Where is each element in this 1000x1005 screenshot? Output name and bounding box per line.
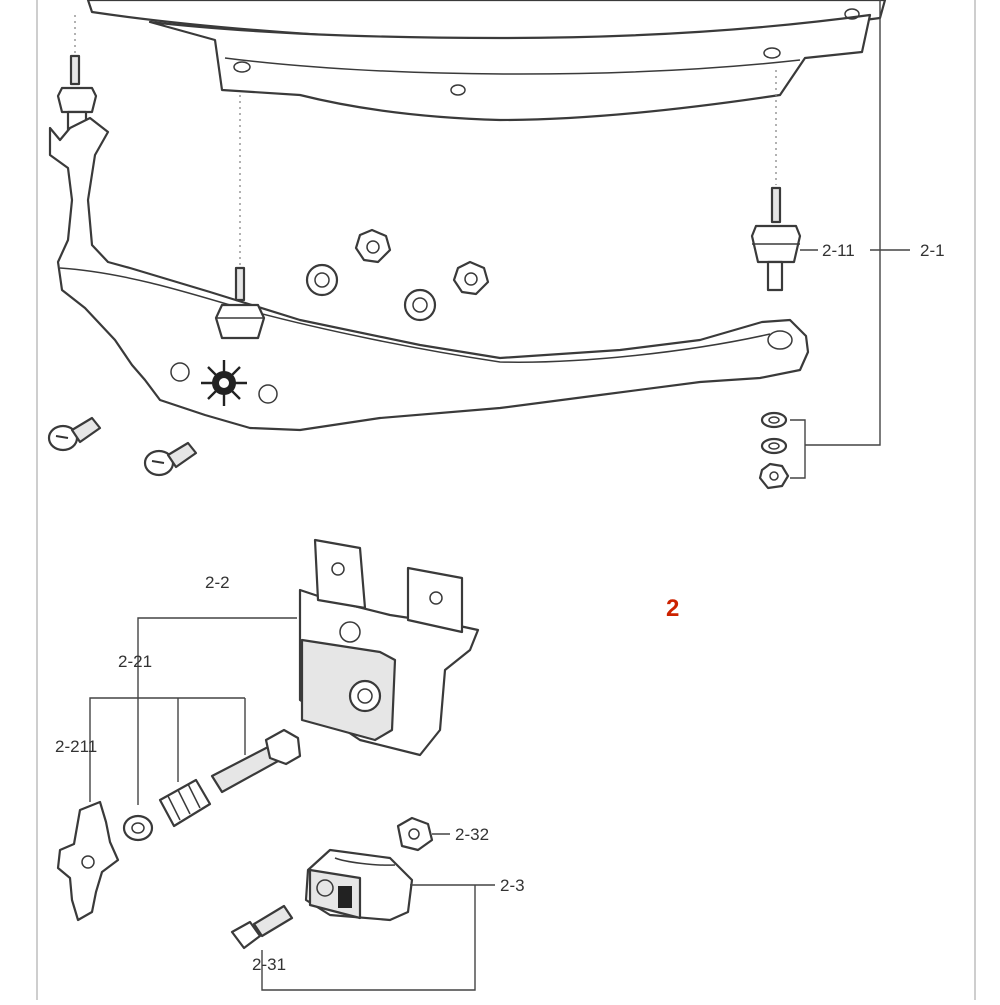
washer <box>305 263 339 297</box>
bracket-frame <box>48 116 810 432</box>
label-2-11: 2-11 <box>822 241 855 260</box>
label-2-3: 2-3 <box>500 876 525 895</box>
spring <box>158 778 212 828</box>
leader-bracket-stack <box>790 419 806 479</box>
leader-2-211 <box>89 697 245 802</box>
mounting-ring <box>86 0 887 122</box>
leader-2-1-vertical <box>805 0 881 446</box>
nut <box>452 260 490 296</box>
label-2-32: 2-32 <box>455 825 489 844</box>
rubber-mount-stud-center <box>214 266 266 340</box>
nut-washer-stack <box>758 411 790 490</box>
wing-nut <box>56 800 120 922</box>
clamp-block <box>304 848 414 922</box>
small-nut <box>396 816 434 852</box>
hex-screw <box>47 416 102 452</box>
label-2-31: 2-31 <box>252 955 286 974</box>
nut <box>354 228 392 264</box>
small-screw <box>230 904 294 950</box>
rubber-mount-stud-left <box>56 54 98 132</box>
label-2-21: 2-21 <box>118 652 152 671</box>
washer <box>403 288 437 322</box>
label-2-1: 2-1 <box>920 241 945 260</box>
leader-2-31 <box>261 885 476 991</box>
gear-logo <box>201 360 247 406</box>
hex-screw <box>143 441 198 477</box>
label-2-211: 2-211 <box>55 737 97 756</box>
leader-2-2 <box>137 617 297 805</box>
clamp-bracket <box>298 538 480 757</box>
hex-bolt <box>210 728 302 794</box>
section-number: 2 <box>666 595 679 622</box>
washer <box>122 814 154 842</box>
label-2-2: 2-2 <box>205 573 230 592</box>
rubber-mount-stud-right <box>750 186 802 292</box>
